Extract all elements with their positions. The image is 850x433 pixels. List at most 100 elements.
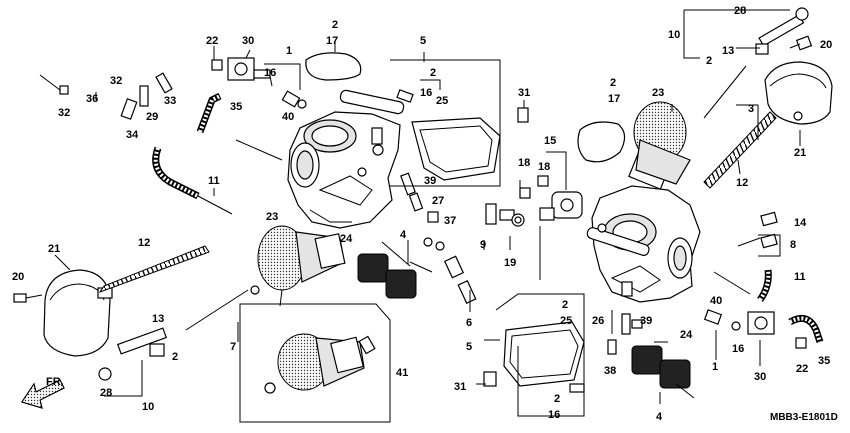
shaft-10-right [755,7,809,55]
jet-needle-right [703,65,747,119]
front-label: FR. [46,376,64,388]
box-41 [239,303,391,423]
callout-label: 10 [668,29,680,41]
tube-35-right [788,314,824,344]
spring-left [98,245,210,293]
screw-20-left [13,293,43,303]
vacuum-chamber-cover-left [43,269,113,357]
fitting-29-33 [120,72,173,120]
callout-label: 13 [722,45,734,57]
callout-label: 7 [230,341,236,353]
callout-label: 20 [12,271,24,283]
callout-label: 12 [138,237,150,249]
callout-label: 20 [820,39,832,51]
fuel-joint-15 [519,175,583,221]
float-lower [631,345,695,399]
callout-label: 11 [794,271,806,283]
callout-label: 41 [396,367,408,379]
vacuum-chamber-cover-right [764,61,833,125]
callout-label: 2 [562,299,568,311]
callout-label: 22 [796,363,808,375]
callout-label: 19 [504,257,516,269]
callout-label: 39 [640,315,652,327]
needle-washer-left [250,285,260,295]
callout-label: 31 [518,87,530,99]
float-chamber-upper [396,89,501,181]
diaphragm-boxed [264,333,376,394]
float-upper [357,253,433,299]
tube-35-left [196,92,222,134]
callout-label: 3 [748,103,754,115]
callout-label: 9 [480,239,486,251]
jet-27-37-39 [400,172,439,223]
vent-hose-36 [59,58,141,95]
jet-set-right [607,313,643,355]
jet-needle-left [185,289,249,331]
gasket-17-right [577,121,626,163]
callout-label: 29 [146,111,158,123]
screw-20-right [789,35,813,51]
callout-label: 4 [400,229,407,241]
callout-label: 23 [266,211,278,223]
thermo-valve-30-right [703,309,807,349]
callout-label: 1 [712,361,718,373]
right-carburetor-body [586,185,701,303]
callout-label: 17 [326,35,338,47]
callout-label: 33 [164,95,176,107]
left-carburetor-body [287,89,405,229]
callout-label: 5 [466,341,472,353]
box-lower-float [495,293,585,417]
float-bracket [381,241,411,267]
callout-label: 27 [432,195,444,207]
callout-label: 24 [340,233,353,245]
callout-label: 14 [794,217,807,229]
callout-label: 25 [436,95,448,107]
thermo-valve-30-left [211,57,307,109]
callout-label: 38 [604,365,616,377]
callout-label: 16 [420,87,432,99]
callout-label: 18 [518,157,530,169]
valve-19 [511,213,525,227]
callout-label: 16 [264,67,276,79]
callout-label: 23 [652,87,664,99]
callout-label: 22 [206,35,218,47]
callout-label: 11 [208,175,220,187]
callout-label: 18 [538,161,550,173]
callout-label: 13 [152,313,164,325]
screws-14-8 [737,211,778,249]
shaft-10-left [98,327,168,381]
callout-label: 31 [454,381,466,393]
callout-label: 24 [680,329,693,341]
float-chamber-lower [483,321,585,393]
box-upper-float [390,59,501,187]
callout-label: 37 [444,215,456,227]
callout-label: 6 [466,317,472,329]
callout-label: 2 [610,77,616,89]
callout-label: 32 [58,107,70,119]
diaphragm-right [628,101,691,190]
callout-labels: 32 36 32 29 33 34 22 30 1 16 40 35 2 17 … [12,5,832,423]
callout-label: 28 [100,387,112,399]
callout-label: 15 [544,135,556,147]
callout-label: 32 [110,75,122,87]
callout-label: 30 [754,371,766,383]
callout-label: 21 [48,243,60,255]
pilot-screw-9 [485,203,515,225]
callout-label: 40 [710,295,722,307]
callout-label: 1 [286,45,292,57]
callout-label: 36 [86,93,98,105]
diagram-code: MBB3-E1801D [770,412,838,423]
callout-label: 35 [818,355,830,367]
front-arrow-icon [21,379,65,409]
callout-label: 35 [230,101,242,113]
screw-31-upper [517,107,529,123]
callout-label: 39 [424,175,436,187]
callout-label: 16 [548,409,560,421]
callout-label: 21 [794,147,806,159]
callout-label: 34 [126,129,139,141]
callout-label: 2 [430,67,436,79]
callout-label: 5 [420,35,426,47]
callout-label: 16 [732,343,744,355]
